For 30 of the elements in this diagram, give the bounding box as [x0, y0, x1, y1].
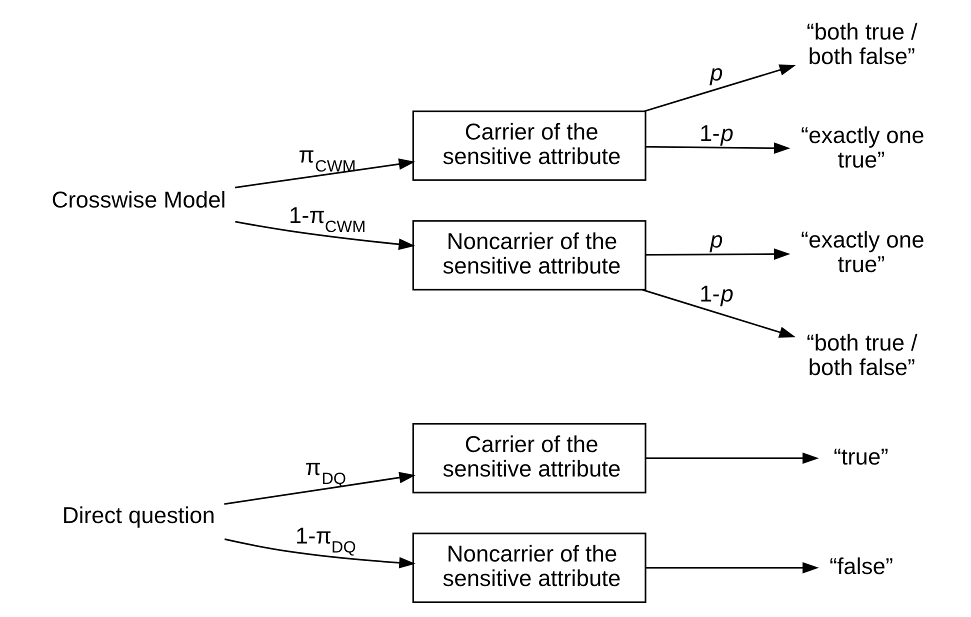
arrow	[234, 220, 415, 250]
node-box: Carrier of the sensitive attribute	[412, 110, 646, 181]
arrow	[645, 452, 818, 464]
edge-label: 1-p	[699, 280, 734, 306]
edge-label: π$_{CWM}$	[298, 141, 356, 176]
arrow	[645, 248, 790, 260]
node-text: “true”	[833, 443, 888, 470]
arrow	[645, 562, 818, 574]
node-text: “exactly one true”	[800, 226, 924, 278]
node-text: Direct question	[62, 502, 214, 528]
arrow	[224, 472, 416, 505]
arrow	[642, 289, 796, 338]
node-text: “false”	[829, 552, 893, 579]
node-text: “both true / both false”	[806, 330, 917, 380]
edge-label: 1-p	[699, 120, 734, 146]
node-text: “exactly one true”	[800, 122, 924, 172]
arrow	[234, 158, 415, 188]
edge-label: p	[710, 226, 722, 252]
node-text: Crosswise Model	[51, 186, 226, 212]
edge-label: 1-π$_{CWM}$	[288, 202, 366, 236]
edge-label: p	[710, 60, 722, 86]
node-box: Noncarrier of the sensitive attribute	[412, 220, 646, 290]
node-text: “both true / both false”	[806, 18, 917, 70]
arrow	[224, 538, 416, 568]
arrow	[645, 142, 790, 154]
edge-label: 1-π$_{DQ}$	[294, 522, 356, 557]
node-box: Noncarrier of the sensitive attribute	[412, 532, 646, 603]
arrow	[644, 64, 796, 112]
node-box: Carrier of the sensitive attribute	[412, 423, 646, 494]
edge-label: π$_{DQ}$	[304, 454, 346, 488]
